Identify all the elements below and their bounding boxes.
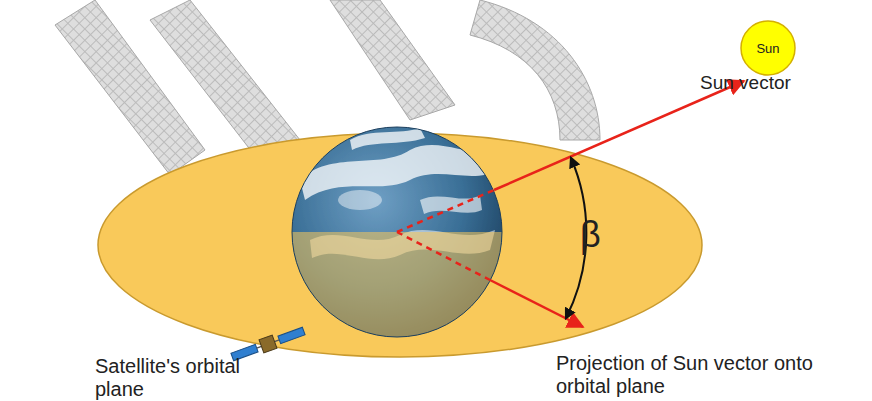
- plane-label: Satellite's orbital plane: [95, 355, 245, 401]
- sun-vector-arrow: [397, 81, 744, 232]
- projection-arrow: [397, 232, 583, 327]
- earth-globe: [292, 127, 502, 337]
- vector-label: Sun vector: [700, 72, 791, 94]
- sun-disc: [741, 21, 795, 75]
- sun-circle: Sun: [740, 20, 796, 76]
- projection-label: Projection of Sun vector onto orbital pl…: [556, 352, 816, 398]
- angle-symbol: β: [580, 214, 601, 255]
- satellite-icon: [230, 324, 306, 363]
- sun-text: Sun: [740, 20, 796, 56]
